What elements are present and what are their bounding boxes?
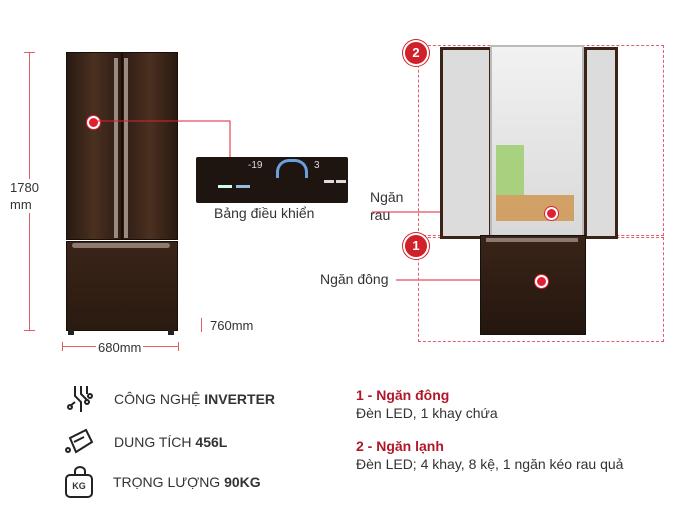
capacity-icon [65, 428, 94, 454]
open-fridge-image [440, 45, 618, 335]
panel-temp: -19 [248, 160, 263, 171]
height-value: 1780 [10, 180, 39, 195]
closed-fridge-image [64, 50, 180, 335]
compartment-freezer-info: 1 - Ngăn đông Đèn LED, 1 khay chứa [356, 387, 626, 421]
spec-label: TRỌNG LƯỢNG [113, 474, 225, 490]
spec-capacity: DUNG TÍCH 456L [64, 426, 227, 458]
vegetable-drawer-marker [545, 207, 558, 220]
compartment-desc: Đèn LED, 1 khay chứa [356, 405, 498, 421]
spec-label: DUNG TÍCH [114, 434, 196, 450]
control-panel-image: -19 3 [196, 157, 348, 203]
compartment-title: 1 - Ngăn đông [356, 387, 450, 403]
spec-value: 90KG [224, 474, 261, 490]
freezer-label: Ngăn đông [320, 271, 389, 287]
fridge-badge: 2 [403, 40, 429, 66]
circuit-icon [67, 386, 93, 412]
spec-label: CÔNG NGHỆ [114, 391, 205, 407]
compartment-fridge-info: 2 - Ngăn lạnh Đèn LED; 4 khay, 8 kệ, 1 n… [356, 438, 626, 473]
panel-level: 3 [314, 160, 320, 171]
spec-value: INVERTER [204, 391, 276, 407]
freezer-marker [535, 275, 548, 288]
control-panel-label: Bảng điều khiển [214, 205, 315, 221]
weight-icon-text: KG [65, 474, 93, 498]
control-panel-marker [87, 116, 100, 129]
vegetable-drawer-label: Ngăn [370, 189, 404, 205]
width-value: 680mm [96, 340, 144, 355]
spec-value: 456L [195, 434, 228, 450]
depth-value: 760mm [210, 318, 254, 333]
height-unit: mm [10, 197, 32, 212]
vegetable-drawer-label-2: rau [370, 207, 391, 223]
compartment-title: 2 - Ngăn lạnh [356, 438, 444, 454]
freezer-badge: 1 [403, 233, 429, 259]
compartment-desc: Đèn LED; 4 khay, 8 kệ, 1 ngăn kéo rau qu… [356, 456, 624, 472]
spec-weight: KG TRỌNG LƯỢNG 90KG [65, 466, 261, 498]
weight-icon: KG [65, 466, 93, 498]
spec-inverter: CÔNG NGHỆ INVERTER [66, 384, 275, 414]
